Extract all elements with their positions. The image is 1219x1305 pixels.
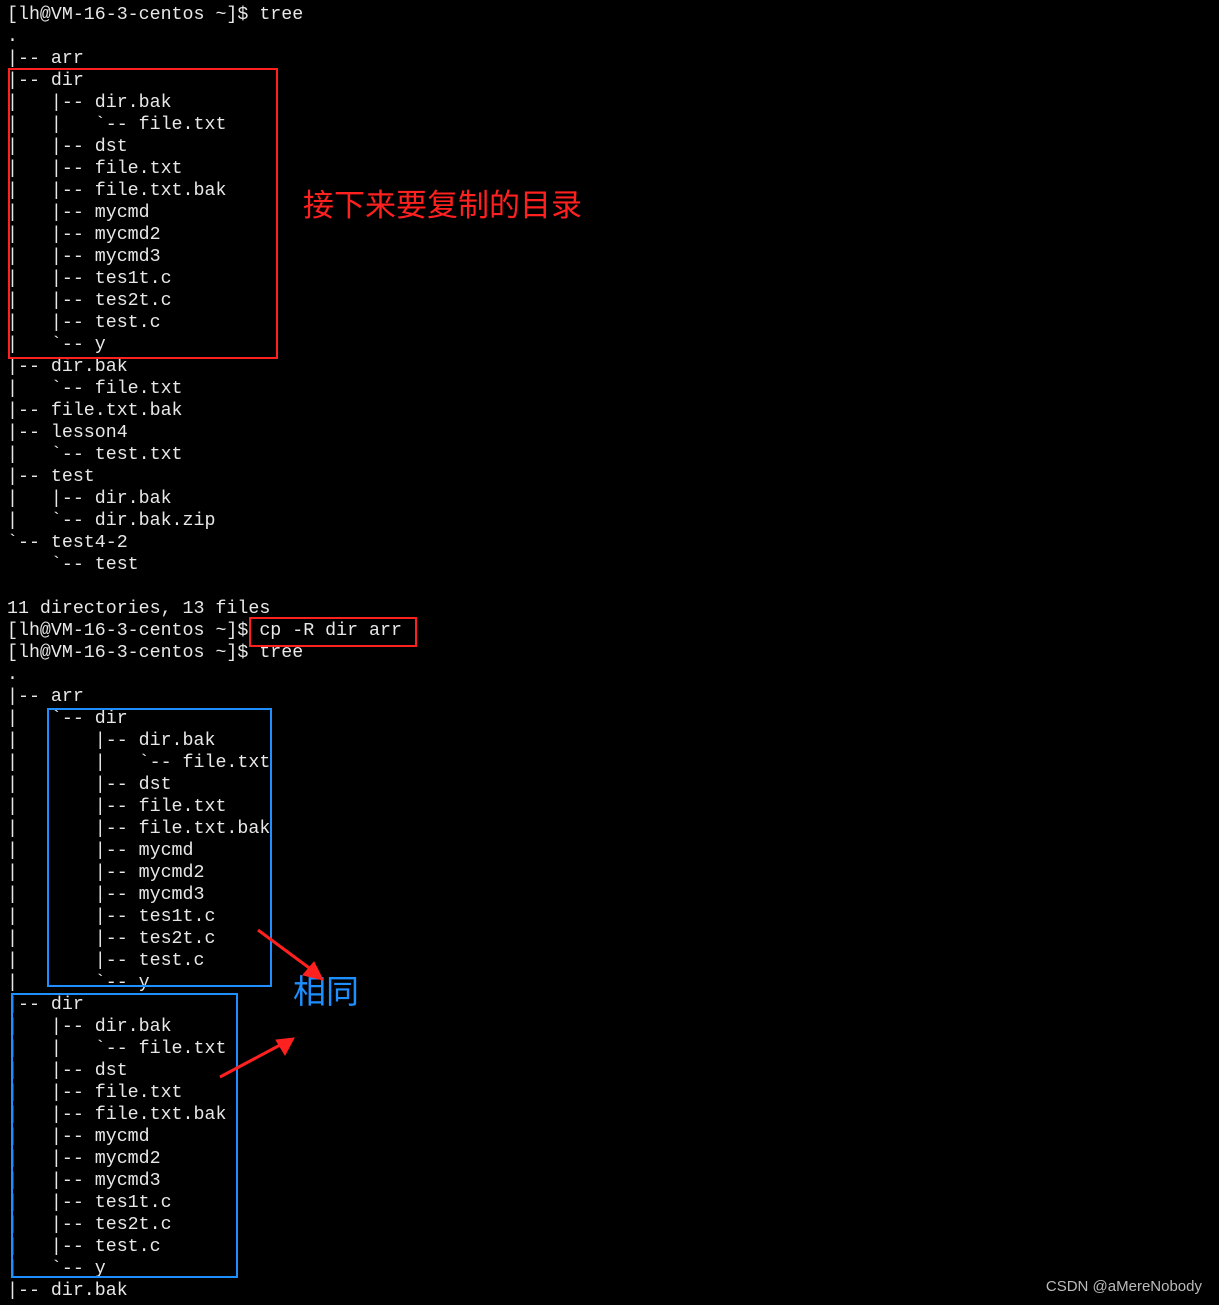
highlight-original-dir-box: [11, 993, 238, 1278]
terminal-line: | |-- file.txt.bak: [7, 819, 271, 839]
terminal-line: | |-- dst: [7, 137, 128, 157]
terminal-line: .: [7, 665, 18, 685]
terminal-line: | `-- y: [7, 973, 150, 993]
highlight-dir-box: [8, 68, 278, 359]
terminal-line: | |-- test.c: [7, 313, 161, 333]
terminal-line: | |-- mycmd3: [7, 247, 161, 267]
terminal-line: | `-- dir: [7, 709, 128, 729]
highlight-cp-command-box: [249, 617, 417, 647]
terminal-line: | |-- file.txt: [7, 797, 227, 817]
terminal-line: | |-- mycmd2: [7, 863, 205, 883]
terminal-line: | |-- file.txt: [7, 159, 183, 179]
terminal-line: | | `-- file.txt: [7, 753, 271, 773]
terminal-line: `-- test: [7, 555, 139, 575]
terminal-line: |-- arr: [7, 49, 84, 69]
terminal-line: |-- test: [7, 467, 95, 487]
terminal-line: | |-- dst: [7, 775, 172, 795]
terminal-line: | |-- mycmd: [7, 203, 150, 223]
terminal-line: | |-- tes2t.c: [7, 929, 216, 949]
terminal-line: |-- dir.bak: [7, 1281, 128, 1301]
highlight-copied-dir-box: [47, 708, 272, 987]
terminal-line: [lh@VM-16-3-centos ~]$ cp -R dir arr: [7, 621, 402, 641]
terminal-line: [lh@VM-16-3-centos ~]$ tree: [7, 643, 304, 663]
terminal-line: | |-- mycmd: [7, 841, 194, 861]
terminal-line: | |-- dir.bak: [7, 489, 172, 509]
terminal-line: | |-- dir.bak: [7, 93, 172, 113]
terminal-output[interactable]: [lh@VM-16-3-centos ~]$ tree.|-- arr|-- d…: [7, 4, 402, 1302]
terminal-line: .: [7, 27, 18, 47]
terminal-line: | `-- file.txt: [7, 379, 183, 399]
terminal-line: | |-- tes2t.c: [7, 291, 172, 311]
copy-target-note: 接下来要复制的目录: [303, 188, 582, 224]
arrow-icon: [257, 928, 324, 981]
terminal-line: | |-- dir.bak: [7, 731, 216, 751]
terminal-line: | |-- mycmd3: [7, 885, 205, 905]
terminal-line: | `-- dir.bak.zip: [7, 511, 216, 531]
terminal-line: |-- arr: [7, 687, 84, 707]
terminal-line: |-- lesson4: [7, 423, 128, 443]
terminal-line: | |-- test.c: [7, 951, 205, 971]
arrow-icon: [219, 1037, 295, 1079]
terminal-line: |-- dir.bak: [7, 357, 128, 377]
terminal-line: | |-- mycmd2: [7, 225, 161, 245]
terminal-line: | |-- file.txt.bak: [7, 181, 227, 201]
terminal-line: `-- test4-2: [7, 533, 128, 553]
terminal-line: [lh@VM-16-3-centos ~]$ tree: [7, 5, 304, 25]
watermark: CSDN @aMereNobody: [1045, 1278, 1202, 1295]
terminal-line: |-- dir: [7, 995, 84, 1015]
terminal-line: |-- dir: [7, 71, 84, 91]
terminal-line: 11 directories, 13 files: [7, 599, 271, 619]
terminal-line: | |-- tes1t.c: [7, 907, 216, 927]
terminal-line: | `-- test.txt: [7, 445, 183, 465]
terminal-line: |-- file.txt.bak: [7, 401, 183, 421]
terminal-line: | `-- y: [7, 335, 106, 355]
terminal-line: | | `-- file.txt: [7, 115, 227, 135]
terminal-line: | |-- tes1t.c: [7, 269, 172, 289]
same-note: 相同: [293, 972, 359, 1011]
